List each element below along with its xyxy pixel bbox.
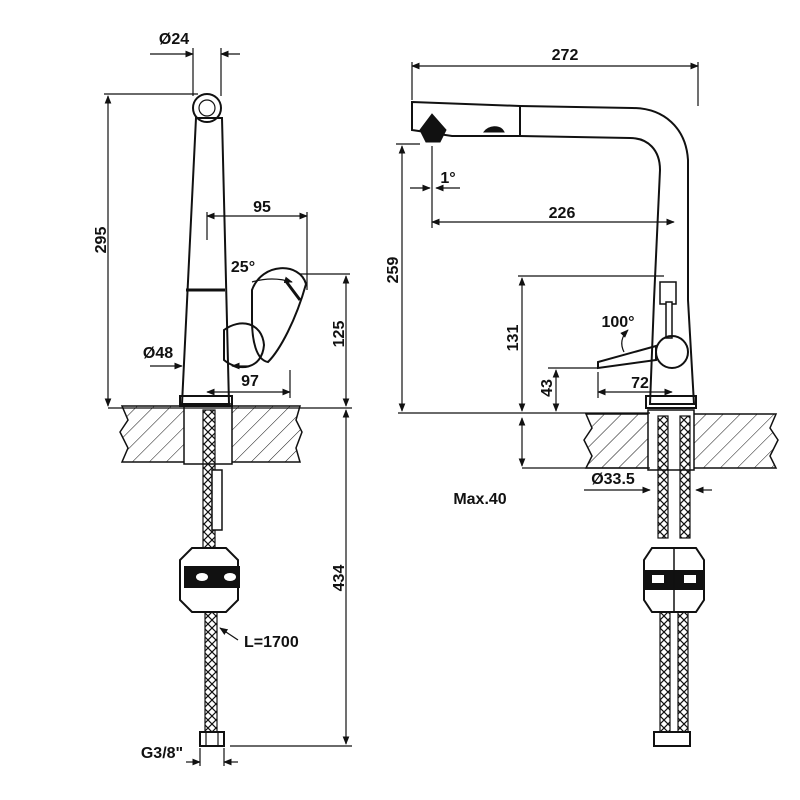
side-dimensions: Ø24 295 95 25° 125 Ø48 97 434 L=1700 bbox=[93, 31, 352, 766]
side-dim-height: 295 bbox=[93, 227, 110, 254]
side-dim-lever-angle: 25° bbox=[231, 259, 255, 276]
side-dim-hose-length: 434 bbox=[331, 565, 348, 592]
front-dimensions: 272 1° 226 259 131 Max.40 100° 43 72 bbox=[385, 47, 712, 508]
front-dim-height: 259 bbox=[385, 257, 402, 284]
front-tap-body bbox=[411, 100, 697, 409]
front-dim-spout-reach: 226 bbox=[549, 205, 576, 222]
front-view: 272 1° 226 259 131 Max.40 100° 43 72 bbox=[385, 47, 779, 747]
front-dim-spout-angle: 1° bbox=[440, 170, 455, 187]
side-hoses bbox=[179, 409, 240, 747]
front-dim-lever-height: 131 bbox=[505, 325, 522, 352]
side-worktop bbox=[108, 403, 352, 465]
side-label-thread: G3/8" bbox=[141, 745, 183, 762]
side-dim-base-diameter: Ø48 bbox=[143, 345, 173, 362]
side-tap-body bbox=[179, 93, 308, 407]
side-dim-top-diameter: Ø24 bbox=[159, 31, 189, 48]
side-label-hose: L=1700 bbox=[244, 634, 299, 651]
front-dim-hole-diameter: Ø33.5 bbox=[591, 471, 635, 488]
front-dim-lever-base: 43 bbox=[539, 379, 556, 397]
front-dim-lever-angle: 100° bbox=[601, 314, 634, 331]
front-label-max-thickness: Max.40 bbox=[453, 491, 506, 508]
side-dim-lever-reach: 95 bbox=[253, 199, 271, 216]
side-dim-body-to-lever: 97 bbox=[241, 373, 259, 390]
side-dim-lever-height: 125 bbox=[331, 321, 348, 348]
front-dim-lever-length: 72 bbox=[631, 375, 649, 392]
front-hoses bbox=[643, 415, 705, 747]
side-view: Ø24 295 95 25° 125 Ø48 97 434 L=1700 bbox=[93, 31, 352, 766]
front-dim-width: 272 bbox=[552, 47, 579, 64]
front-worktop bbox=[398, 409, 779, 471]
